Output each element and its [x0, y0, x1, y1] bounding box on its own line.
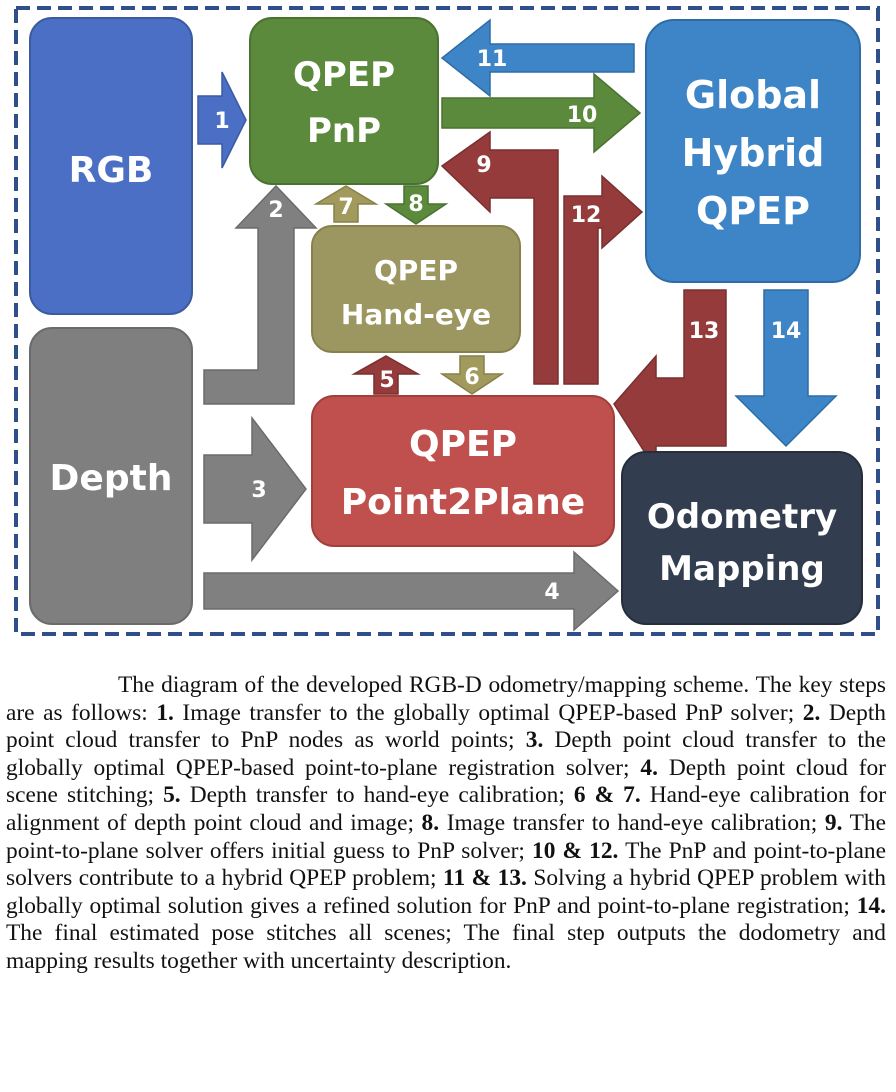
- arrow-2-label: 2: [268, 198, 283, 223]
- step-6-7-text: Hand-eye calibration for alignment of de…: [6, 782, 887, 836]
- arrow-4-label: 4: [544, 580, 559, 605]
- step-8-text: Image transfer to hand-eye calibration;: [446, 809, 818, 836]
- arrow-10-label: 10: [567, 103, 598, 128]
- step-4-num: 4.: [640, 754, 658, 781]
- arrow-1-label: 1: [214, 109, 229, 134]
- arrow-6: [439, 355, 505, 395]
- diagram-border: [14, 6, 880, 636]
- step-11-13-num: 11 & 13.: [443, 865, 527, 892]
- step-5-num: 5.: [163, 782, 181, 809]
- depth-label: Depth: [50, 458, 173, 499]
- arrow-11: [440, 18, 635, 98]
- point2plane-label-line2: Point2Plane: [341, 482, 585, 523]
- arrow-13-label: 13: [689, 319, 720, 344]
- arrow-10: [441, 72, 642, 154]
- caption-intro: The diagram of the developed RGB-D odome…: [6, 672, 886, 726]
- arrow-11-label: 11: [477, 47, 508, 72]
- point2plane-label-line1: QPEP: [409, 424, 517, 465]
- global-label-line2: Hybrid: [682, 131, 825, 175]
- depth-node: [29, 327, 193, 625]
- step-9-num: 9.: [824, 809, 843, 836]
- figure-caption: The diagram of the developed RGB-D odome…: [6, 672, 886, 976]
- arrow-14: [734, 289, 838, 448]
- arrow-1: [197, 71, 247, 169]
- step-1-num: 1.: [156, 699, 174, 726]
- step-1-text: Image transfer to the globally optimal Q…: [182, 699, 795, 726]
- arrow-3: [203, 415, 307, 563]
- step-3-text: Depth point cloud transfer to the global…: [6, 727, 886, 781]
- point2plane-node: [311, 395, 615, 547]
- caption-paragraph: The diagram of the developed RGB-D odome…: [6, 672, 886, 976]
- arrow-9-label: 9: [476, 153, 491, 178]
- arrow-8: [383, 185, 449, 225]
- arrow-3-label: 3: [251, 478, 266, 503]
- step-8-num: 8.: [421, 809, 440, 836]
- arrow-7-label: 7: [338, 195, 353, 220]
- pnp-label-line1: QPEP: [293, 55, 395, 95]
- global-label-line3: QPEP: [696, 189, 810, 233]
- arrow-12-label: 12: [571, 203, 602, 228]
- handeye-label-line2: Hand-eye: [341, 298, 491, 331]
- step-5-text: Depth transfer to hand-eye calibration;: [189, 782, 565, 809]
- arrow-5: [351, 355, 421, 395]
- step-14-text: The final estimated pose stitches all sc…: [6, 920, 886, 974]
- step-10-12-text: The PnP and point-to-plane solvers contr…: [6, 837, 886, 892]
- step-11-13-text: Solving a hybrid QPEP problem with globa…: [6, 865, 886, 919]
- arrow-13: [613, 289, 727, 473]
- global-label-line1: Global: [685, 73, 821, 117]
- pnp-label-line2: PnP: [307, 111, 381, 151]
- handeye-node: [311, 225, 521, 353]
- step-10-12-num: 10 & 12.: [532, 837, 619, 864]
- step-9-text: The point-to-plane solver offers initial…: [6, 809, 886, 864]
- step-2-num: 2.: [802, 699, 821, 726]
- step-2-text: Depth point cloud transfer to PnP nodes …: [6, 699, 887, 754]
- arrow-12: [563, 174, 644, 385]
- step-3-num: 3.: [525, 727, 544, 754]
- pnp-node: [249, 17, 439, 185]
- arrow-4: [203, 550, 620, 632]
- arrow-7: [313, 185, 379, 223]
- arrow-5-label: 5: [379, 368, 394, 393]
- arrow-14-label: 14: [771, 319, 802, 344]
- handeye-label-line1: QPEP: [374, 254, 458, 287]
- step-4-text: Depth point cloud for scene stitching;: [6, 754, 886, 809]
- arrow-6-label: 6: [464, 365, 479, 390]
- arrow-8-label: 8: [408, 192, 423, 217]
- odometry-node: [621, 451, 863, 625]
- rgb-node: [29, 17, 193, 315]
- step-14-num: 14.: [856, 892, 886, 919]
- rgbd-odometry-diagram: 4 3 2 1 11 10 12 9 7 8 5 6 13 14 RGB Dep…: [14, 6, 880, 636]
- arrow-2: [203, 184, 318, 405]
- arrow-9: [440, 130, 559, 385]
- odometry-label-line2: Mapping: [659, 549, 825, 589]
- rgb-label: RGB: [69, 150, 154, 191]
- odometry-label-line1: Odometry: [647, 497, 837, 537]
- global-hybrid-node: [645, 19, 861, 283]
- step-6-7-num: 6 & 7.: [573, 782, 641, 809]
